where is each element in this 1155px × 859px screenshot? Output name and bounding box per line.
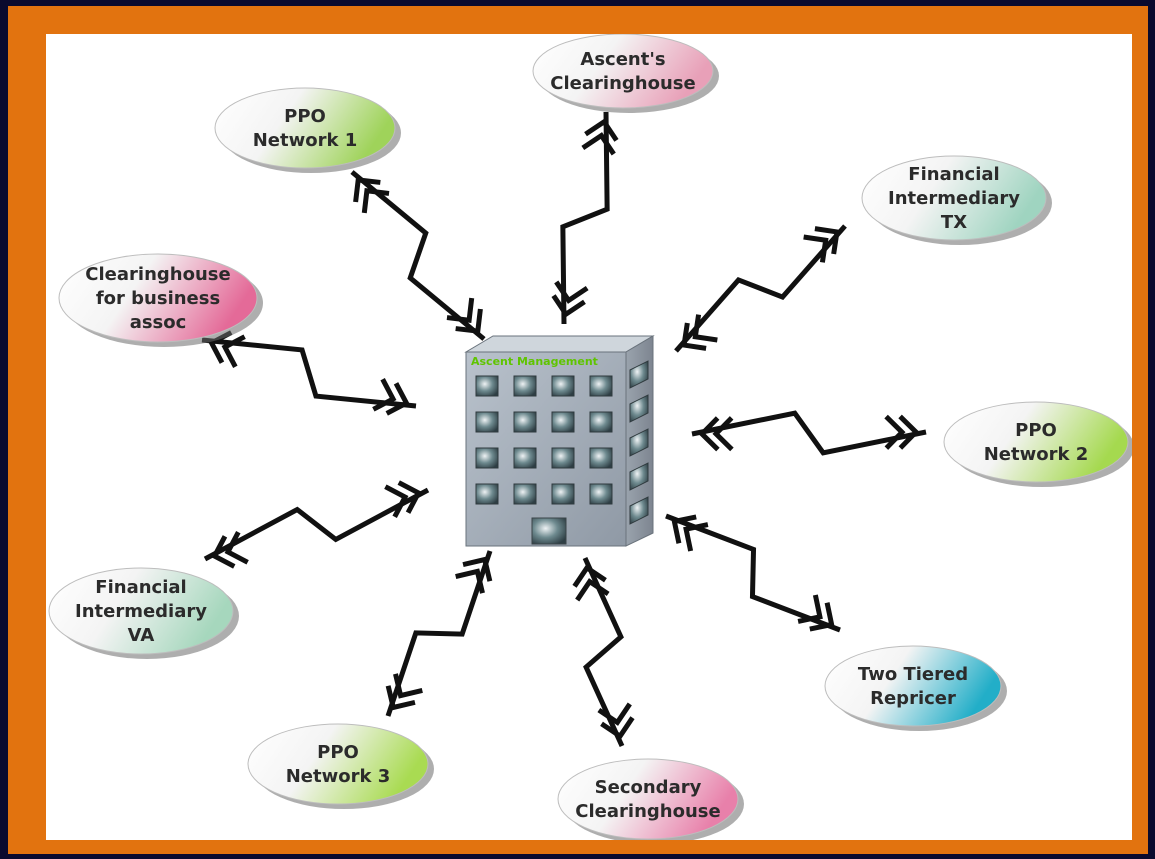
node-label: Network 3: [286, 766, 391, 787]
building-window: [551, 375, 575, 397]
ppo-network-3-node: PPO Network 3: [247, 723, 434, 809]
node-label: Clearinghouse: [575, 801, 720, 822]
node-label: Financial: [908, 164, 999, 185]
secondary-clearinghouse-link: [572, 556, 635, 748]
ppo-network-1-node: PPO Network 1: [214, 87, 401, 173]
building-side-window: [629, 496, 649, 525]
ppo-network-3-link: [385, 550, 493, 717]
node-label: Clearinghouse: [85, 264, 230, 285]
building-window: [475, 483, 499, 505]
node-label: Two Tiered: [858, 664, 968, 685]
connections-layer: [201, 111, 927, 748]
node-label: Ascent's: [580, 49, 665, 70]
node-label: Financial: [95, 577, 186, 598]
building-side-window: [629, 394, 649, 423]
node-label: PPO: [284, 106, 326, 127]
building-side-window: [629, 428, 649, 457]
building-side-window: [629, 462, 649, 491]
clearinghouse-business-assoc-link: [201, 330, 417, 416]
building-window: [551, 483, 575, 505]
building-window: [475, 447, 499, 469]
building-window: [589, 483, 613, 505]
ascent-management-building: Ascent Management: [464, 335, 655, 547]
ppo-network-2-node: PPO Network 2: [943, 401, 1132, 487]
node-label: VA: [128, 625, 155, 646]
clearinghouse-business-assoc-node: Clearinghouse for business assoc: [58, 253, 263, 347]
building-window: [589, 411, 613, 433]
building-window: [589, 447, 613, 469]
node-label: Clearinghouse: [550, 73, 695, 94]
two-tiered-repricer-link: [665, 513, 841, 633]
node-label: Network 2: [984, 444, 1089, 465]
building-window: [551, 447, 575, 469]
financial-intermediary-tx-link: [674, 224, 847, 353]
building-window: [475, 411, 499, 433]
building-window: [513, 483, 537, 505]
node-label: Intermediary: [75, 601, 207, 622]
network-diagram: Ascent Management Ascent'sClearinghouseP…: [48, 34, 1132, 840]
node-label: assoc: [130, 312, 187, 333]
node-label: Network 1: [253, 130, 358, 151]
building-window: [551, 411, 575, 433]
ppo-network-1-link: [350, 170, 486, 341]
node-label: TX: [941, 212, 967, 233]
ascents-clearinghouse-link: [551, 111, 619, 325]
node-label: PPO: [317, 742, 359, 763]
node-label: Repricer: [870, 688, 956, 709]
financial-intermediary-va-link: [203, 480, 430, 569]
building-window: [589, 375, 613, 397]
building-title: Ascent Management: [471, 355, 598, 368]
node-label: PPO: [1015, 420, 1057, 441]
building-window: [513, 411, 537, 433]
building-side-window: [629, 360, 649, 389]
node-label: Secondary: [595, 777, 702, 798]
building-window: [513, 447, 537, 469]
ppo-network-2-link: [691, 410, 927, 456]
building-window: [475, 375, 499, 397]
node-label: Intermediary: [888, 188, 1020, 209]
node-label: for business: [96, 288, 220, 309]
building-window: [513, 375, 537, 397]
